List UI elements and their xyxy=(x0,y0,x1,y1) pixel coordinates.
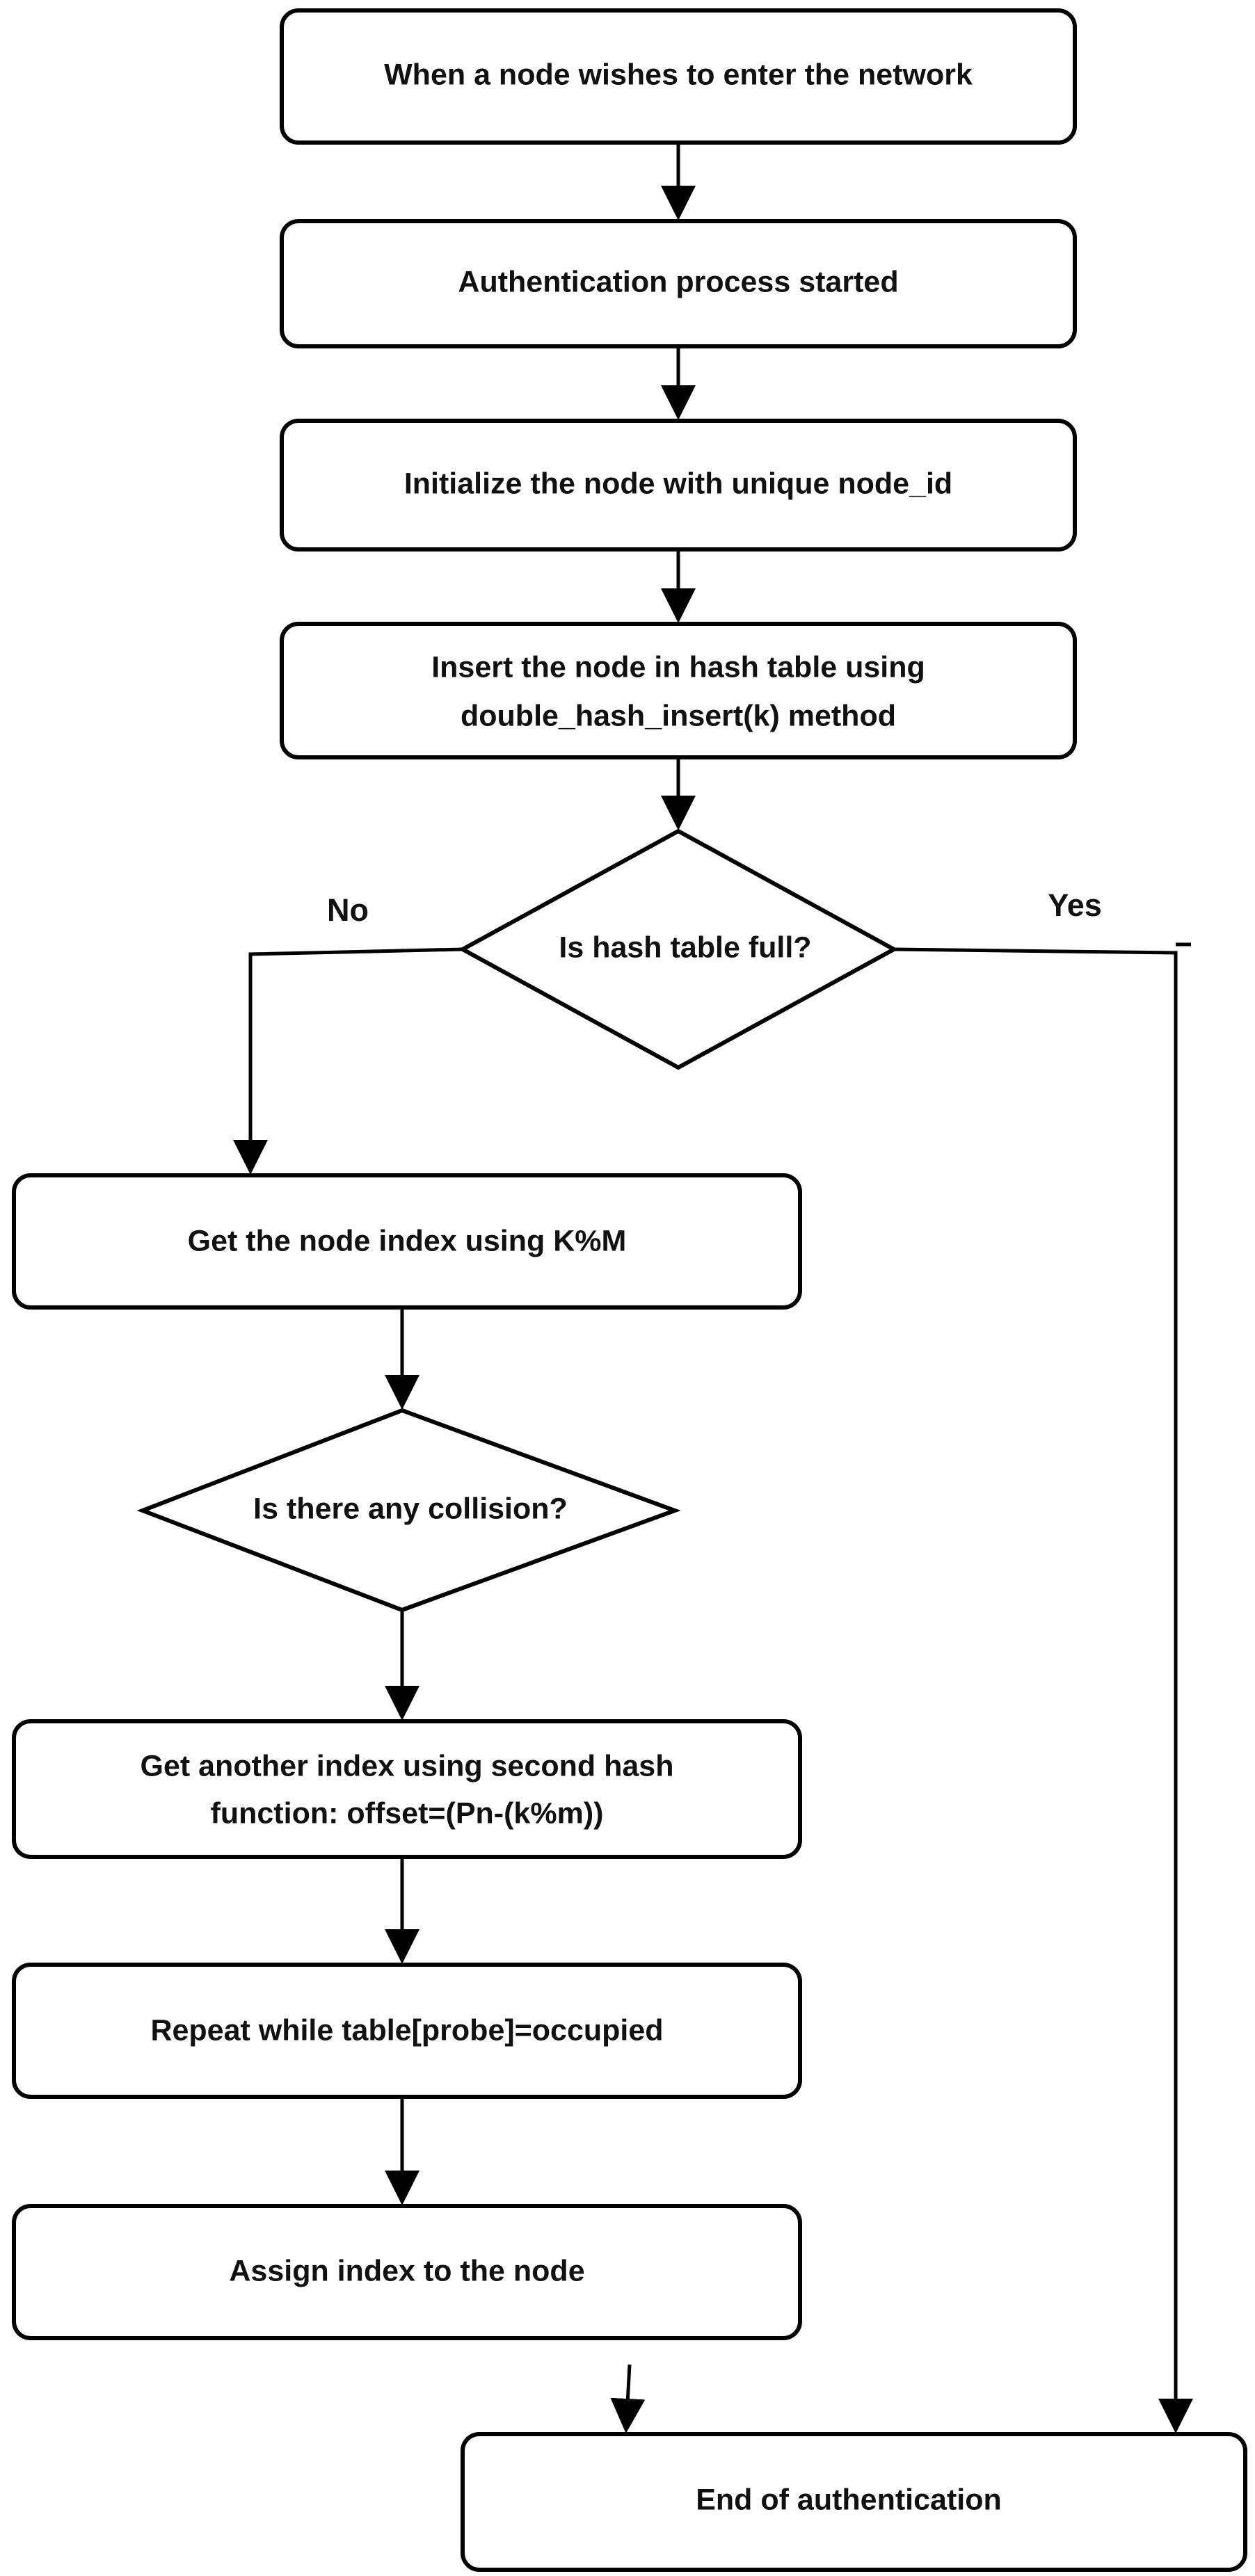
node-end-auth: End of authentication xyxy=(461,2432,1247,2572)
node-insert-hash-label-line1: Insert the node in hash table using xyxy=(431,650,925,684)
node-second-hash-label-line2: function: offset=(Pn-(k%m)) xyxy=(211,1796,604,1830)
node-repeat-probe: Repeat while table[probe]=occupied xyxy=(12,1963,802,2099)
edge-assign-to-end xyxy=(610,2364,646,2433)
node-assign-index: Assign index to the node xyxy=(12,2204,802,2340)
node-auth-started-label: Authentication process started xyxy=(458,265,898,298)
node-auth-started: Authentication process started xyxy=(280,219,1077,348)
node-assign-index-label: Assign index to the node xyxy=(229,2254,584,2287)
node-initialize: Initialize the node with unique node_id xyxy=(280,419,1077,552)
decision-collision-label: Is there any collision? xyxy=(253,1492,568,1525)
node-get-index: Get the node index using K%M xyxy=(12,1173,802,1310)
node-initialize-label: Initialize the node with unique node_id xyxy=(404,467,952,500)
edge-label-no: No xyxy=(327,892,369,928)
node-end-auth-label: End of authentication xyxy=(696,2483,1002,2516)
edge-label-yes: Yes xyxy=(1048,887,1102,923)
node-second-hash: Get another index using second hash func… xyxy=(12,1719,802,1859)
edge-decision-no-to-get-index xyxy=(233,947,463,1175)
node-get-index-label: Get the node index using K%M xyxy=(188,1224,627,1257)
node-insert-hash: Insert the node in hash table using doub… xyxy=(280,622,1077,759)
node-insert-hash-label-line2: double_hash_insert(k) method xyxy=(461,699,896,732)
node-enter-network: When a node wishes to enter the network xyxy=(280,8,1077,145)
decision-hash-table-full: Is hash table full? xyxy=(458,828,899,1070)
decision-collision: Is there any collision? xyxy=(136,1408,681,1613)
node-repeat-probe-label: Repeat while table[probe]=occupied xyxy=(150,2013,663,2047)
node-second-hash-label-line1: Get another index using second hash xyxy=(141,1749,674,1782)
node-enter-network-label: When a node wishes to enter the network xyxy=(384,58,973,91)
edge-decision-yes-to-end xyxy=(893,947,1193,2433)
decision-hash-table-full-label: Is hash table full? xyxy=(559,931,811,964)
